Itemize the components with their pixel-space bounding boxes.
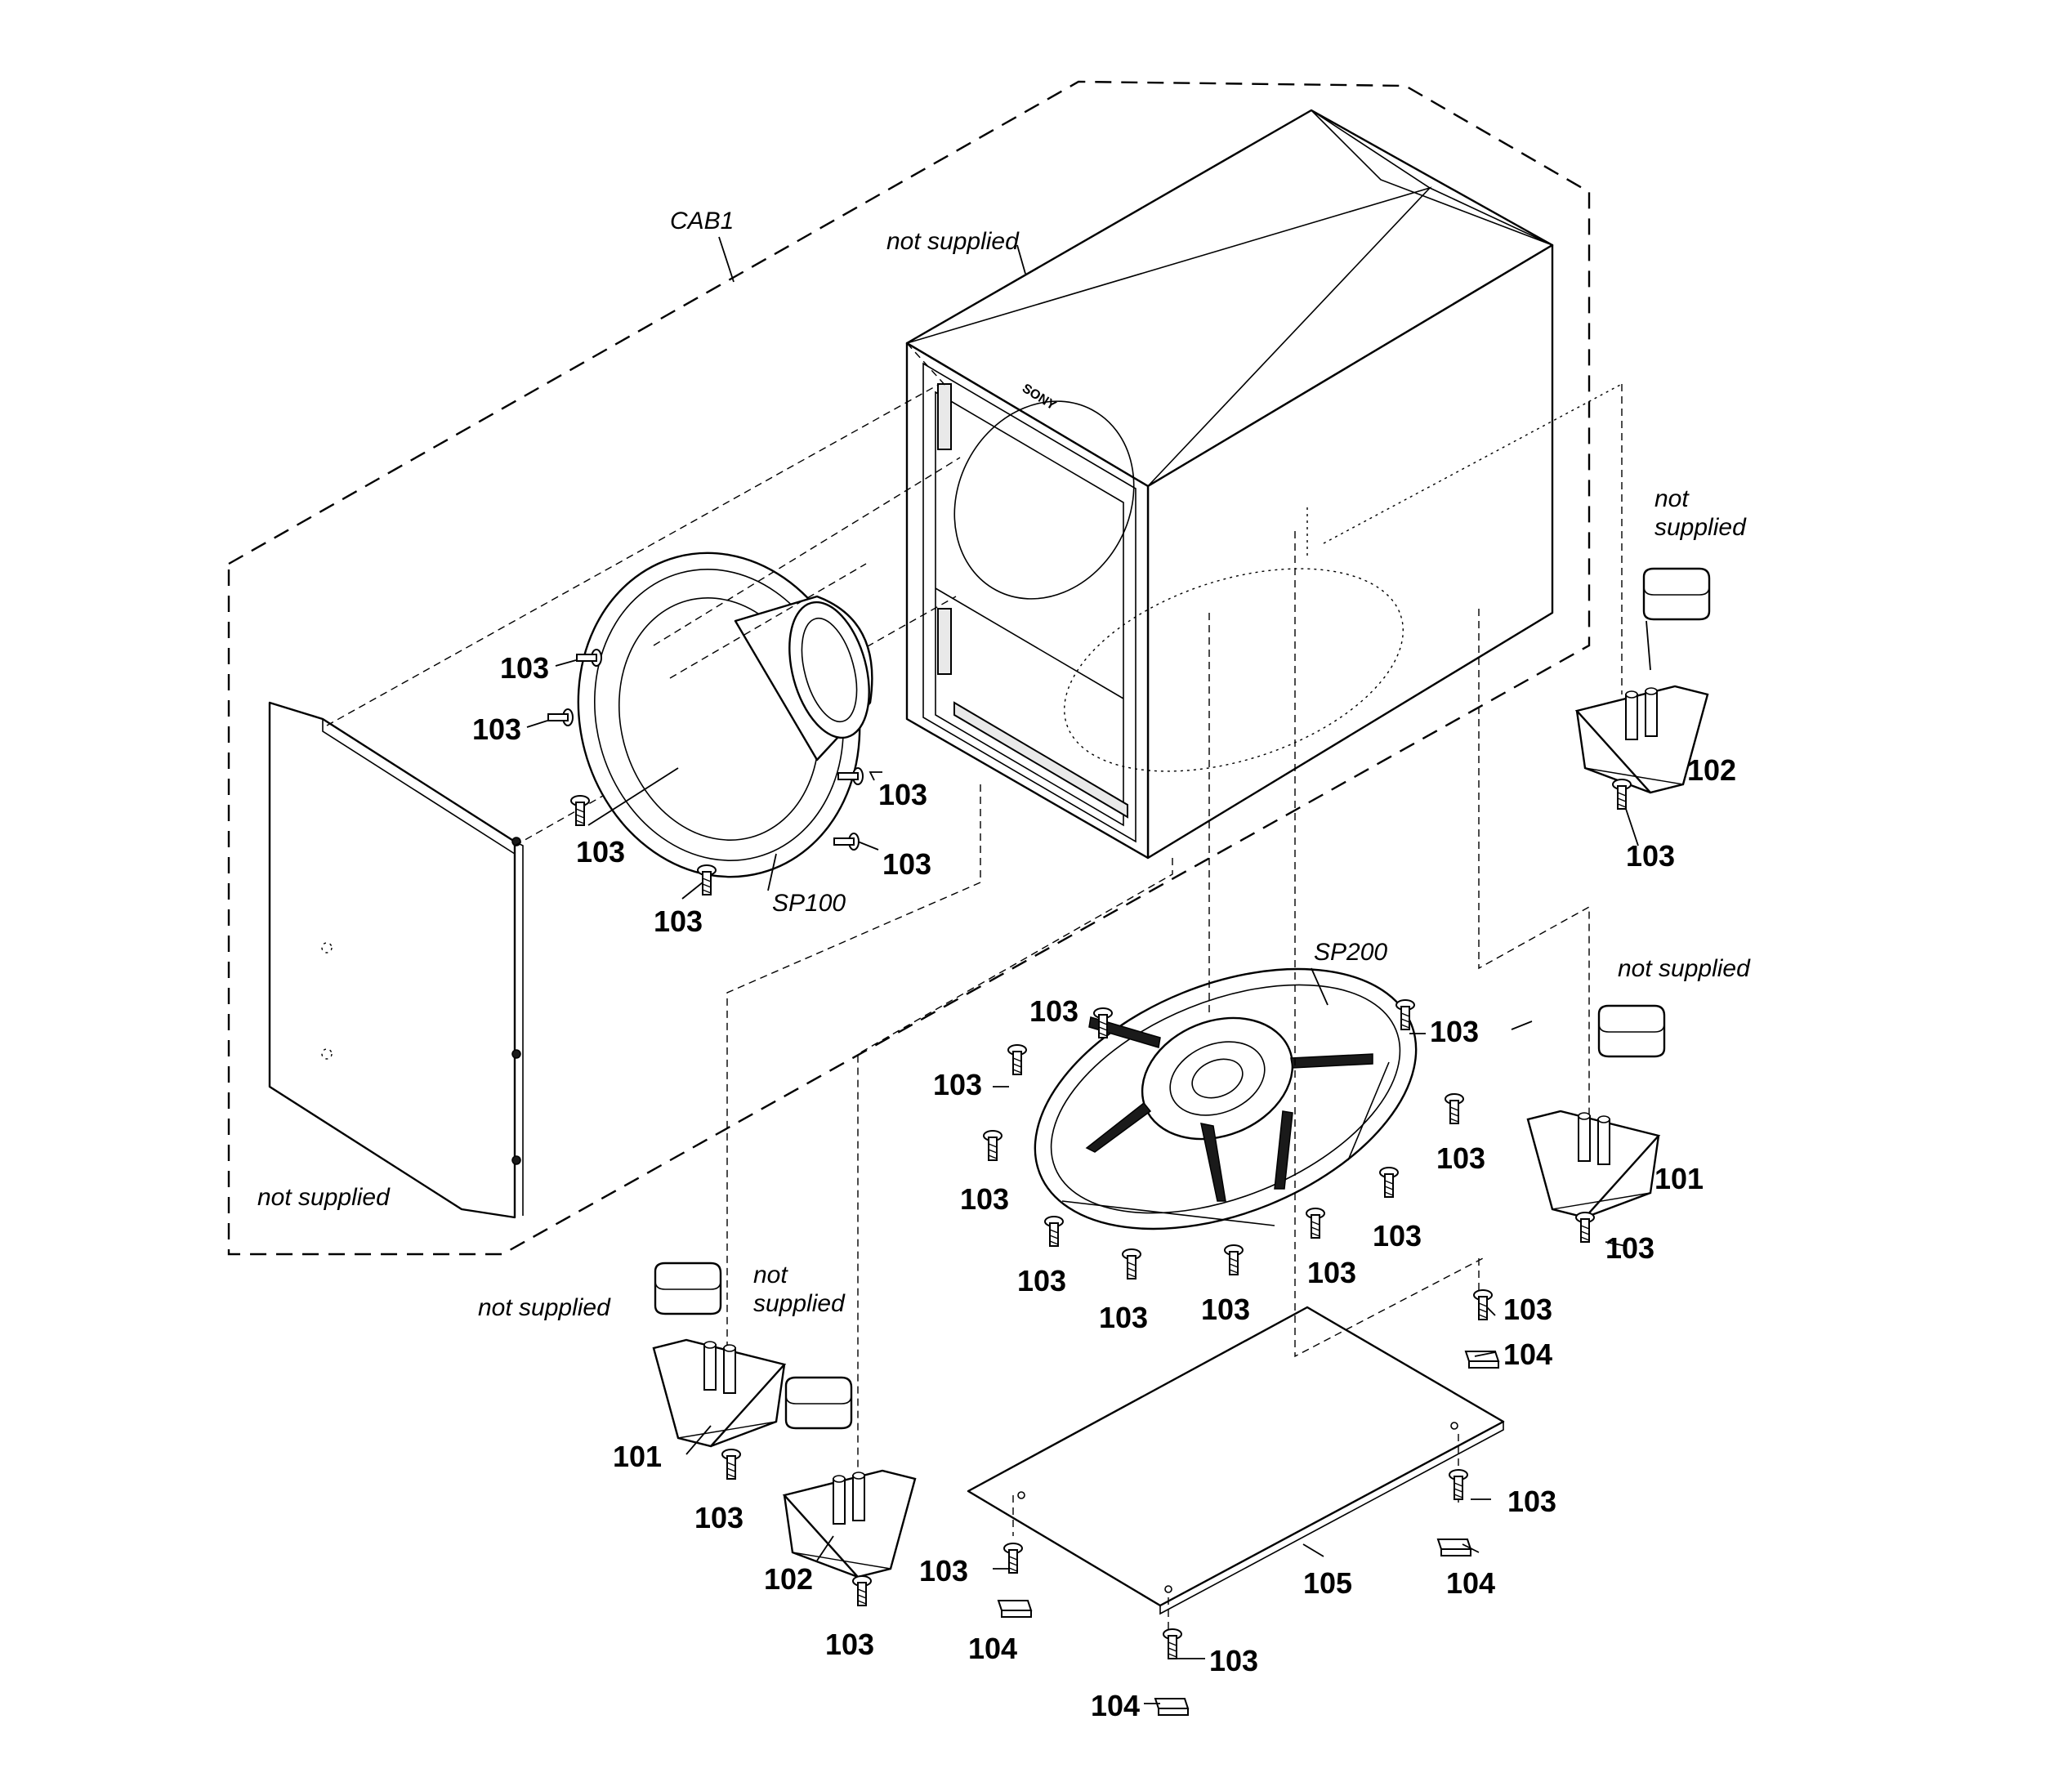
part-103-h: 103	[1029, 994, 1078, 1028]
label-supplied-right-1: supplied	[1654, 514, 1747, 541]
bottom-plate-105	[967, 1306, 1505, 1615]
sp200-driver	[1034, 967, 1418, 1230]
part-103-f: 103	[654, 904, 703, 938]
sp100-woofer	[577, 457, 961, 878]
label-not-right-1: not	[1654, 485, 1690, 512]
part-103-q: 103	[1201, 1293, 1250, 1326]
part-103-k: 103	[1436, 1141, 1485, 1175]
text-labels: CAB1 not supplied not supplied not suppl…	[257, 208, 1751, 1722]
part-103-p: 103	[1099, 1301, 1148, 1334]
label-not-supplied-right-2: not supplied	[1618, 955, 1751, 982]
part-103-s: 103	[1503, 1293, 1552, 1326]
front-grille	[268, 701, 524, 1219]
cab1-boundary	[227, 80, 1591, 1256]
part-103-d: 103	[882, 847, 931, 881]
part-103-c: 103	[878, 778, 927, 811]
part-104-a: 104	[1503, 1338, 1552, 1371]
label-supplied-left-2: supplied	[753, 1290, 846, 1317]
label-cab1: CAB1	[670, 208, 734, 234]
label-not-supplied-cabinet: not supplied	[886, 228, 1020, 255]
part-103-r: 103	[1605, 1231, 1654, 1265]
part-104-b: 104	[968, 1632, 1017, 1665]
part-103-x: 103	[1209, 1644, 1258, 1677]
part-104-d: 104	[1091, 1689, 1140, 1722]
foot-102-right	[1575, 567, 1711, 794]
label-sp200: SP200	[1314, 939, 1387, 966]
part-102-left: 102	[764, 1562, 813, 1596]
part-105: 105	[1303, 1566, 1352, 1600]
part-103-g: 103	[1626, 839, 1675, 873]
part-103-b: 103	[472, 712, 521, 746]
part-101-left: 101	[613, 1440, 662, 1473]
foot-101-right	[1526, 1004, 1666, 1219]
foot-102-left	[783, 1376, 917, 1579]
label-not-left-2: not	[753, 1262, 788, 1288]
part-103-w: 103	[1507, 1485, 1556, 1518]
leader-lines	[526, 244, 1639, 1704]
label-sp100: SP100	[772, 890, 846, 917]
part-103-i: 103	[933, 1068, 982, 1101]
label-not-supplied-left-1: not supplied	[478, 1294, 611, 1321]
part-103-o: 103	[1017, 1264, 1066, 1297]
part-103-a: 103	[500, 651, 549, 685]
part-103-n: 103	[1307, 1256, 1356, 1289]
part-102-right: 102	[1687, 753, 1736, 787]
label-not-supplied-grille: not supplied	[257, 1184, 391, 1211]
cabinet-body: SONY	[905, 109, 1623, 860]
part-103-l: 103	[960, 1182, 1009, 1216]
part-103-j: 103	[1430, 1015, 1479, 1048]
part-103-v: 103	[919, 1554, 968, 1588]
part-103-t: 103	[694, 1501, 744, 1534]
part-103-m: 103	[1373, 1219, 1422, 1253]
part-101-right: 101	[1654, 1162, 1704, 1195]
part-104-c: 104	[1446, 1566, 1495, 1600]
part-103-e: 103	[576, 835, 625, 869]
part-103-u: 103	[825, 1628, 874, 1661]
